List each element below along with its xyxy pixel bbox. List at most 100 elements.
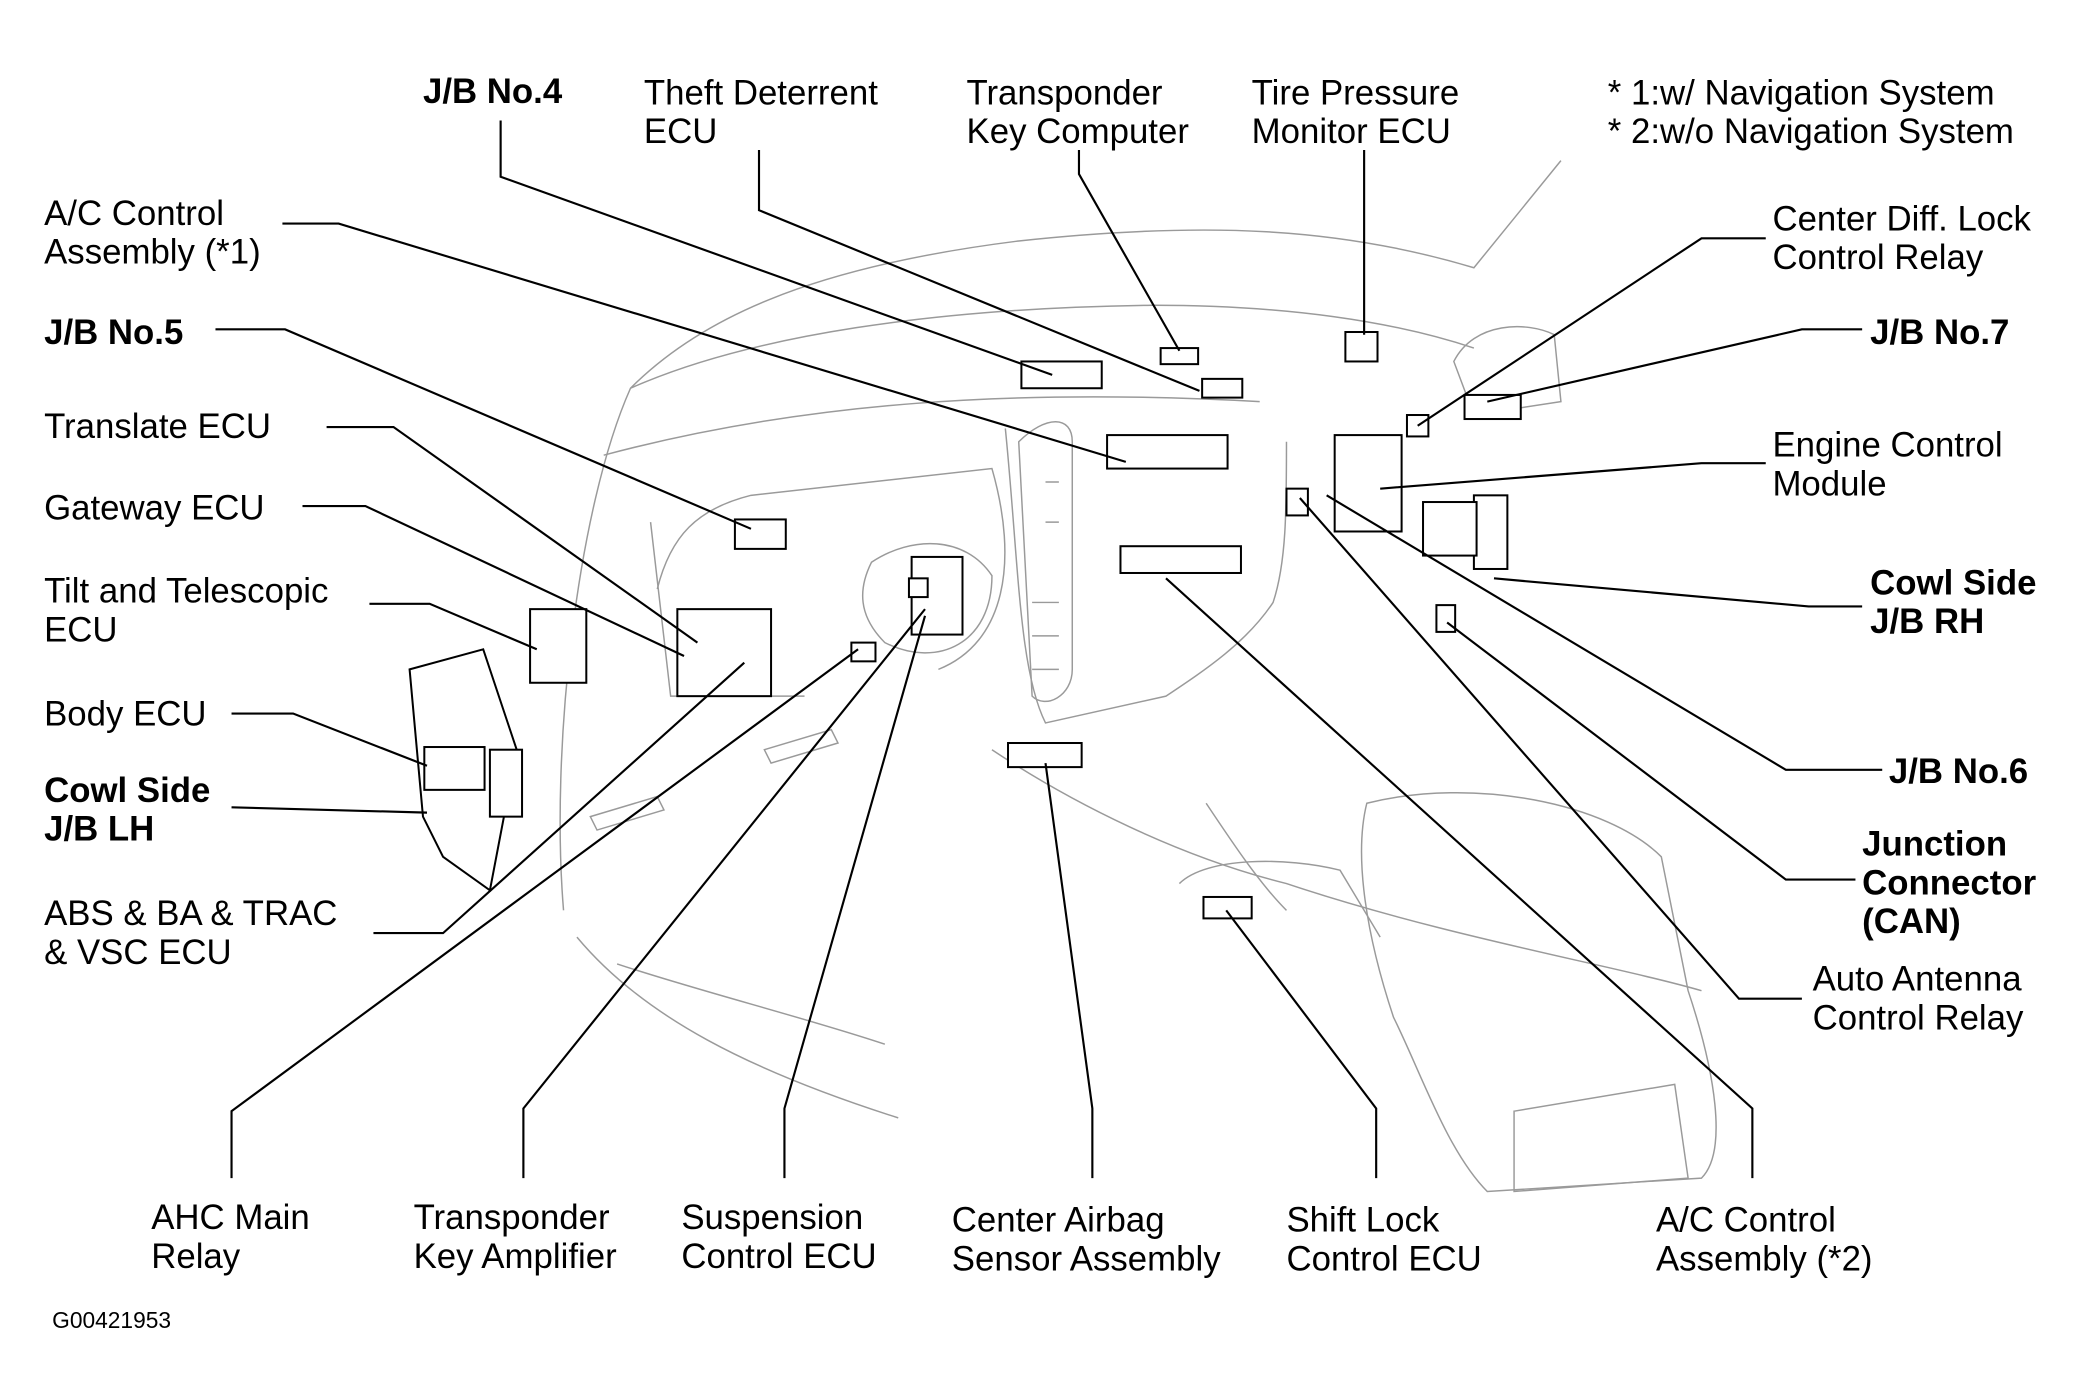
label-line: (CAN) bbox=[1862, 902, 1961, 941]
leader-line-jb-no7 bbox=[1487, 328, 1863, 403]
ahc-main-relay-part bbox=[850, 641, 877, 663]
label-line: Engine Control bbox=[1772, 426, 2002, 465]
label-line: Control ECU bbox=[1286, 1239, 1481, 1278]
leader-line-jb-no6 bbox=[1326, 494, 1883, 771]
label-line: Transponder bbox=[414, 1198, 610, 1237]
leader-line-center-airbag-sensor-assembly bbox=[1044, 762, 1094, 1179]
leader-line-ahc-main-relay bbox=[230, 648, 859, 1179]
label-line: Cowl Side bbox=[44, 771, 210, 810]
label-line: AHC Main bbox=[151, 1198, 310, 1237]
label-line: J/B No.4 bbox=[423, 72, 563, 111]
leader-line-auto-antenna-control-relay bbox=[1299, 497, 1802, 1000]
cowl-side-relay-part bbox=[488, 748, 524, 818]
label-line: Connector bbox=[1862, 863, 2036, 902]
label-line: Key Computer bbox=[967, 112, 1190, 151]
leader-line-center-diff-lock-control-relay bbox=[1417, 237, 1766, 427]
vehicle-interior-sketch bbox=[559, 160, 1717, 1193]
leader-line-body-ecu bbox=[231, 712, 428, 767]
label-line: A/C Control bbox=[1656, 1201, 1836, 1240]
translate-gateway-ecu-cluster bbox=[676, 608, 773, 698]
jb-no7-part bbox=[1463, 393, 1522, 421]
center-airbag-sensor-part bbox=[1007, 742, 1083, 769]
label-line: Gateway ECU bbox=[44, 488, 264, 527]
leader-line-engine-control-module bbox=[1380, 462, 1766, 490]
label-line: Cowl Side bbox=[1870, 563, 2036, 602]
label-notes: * 1:w/ Navigation System* 2:w/o Navigati… bbox=[1608, 73, 2014, 151]
leader-line-transponder-key-computer bbox=[1077, 149, 1181, 352]
leader-line-jb-no4 bbox=[499, 120, 1053, 376]
label-line: Center Diff. Lock bbox=[1772, 199, 2031, 238]
label-line: Auto Antenna bbox=[1813, 960, 2023, 999]
ac-control-assembly-1-part bbox=[1106, 434, 1229, 470]
label-jb-no5: J/B No.5 bbox=[44, 313, 183, 352]
label-line: Suspension bbox=[681, 1198, 863, 1237]
label-line: Center Airbag bbox=[952, 1201, 1165, 1240]
label-line: Control Relay bbox=[1772, 238, 1983, 277]
label-line: J/B No.5 bbox=[44, 313, 183, 352]
label-translate-ecu: Translate ECU bbox=[44, 407, 271, 446]
theft-deterrent-ecu-part bbox=[1159, 347, 1200, 366]
label-line: Junction bbox=[1862, 824, 2007, 863]
body-ecu-part bbox=[423, 746, 486, 791]
leader-line-theft-deterrent-ecu bbox=[757, 149, 1200, 392]
transponder-key-amplifier-part bbox=[907, 577, 929, 599]
jb-no5-part bbox=[733, 518, 787, 550]
label-line: ECU bbox=[644, 112, 717, 151]
leader-line-ac-control-assembly-2 bbox=[1165, 577, 1754, 1179]
leader-line-shift-lock-control-ecu bbox=[1225, 909, 1378, 1179]
leader-line-tilt-telescopic-ecu bbox=[369, 602, 538, 651]
label-jb-no6: J/B No.6 bbox=[1889, 752, 2028, 791]
label-line: A/C Control bbox=[44, 194, 224, 233]
label-line: Relay bbox=[151, 1237, 241, 1276]
label-line: Transponder bbox=[967, 73, 1163, 112]
leader-line-cowl-side-jb-rh bbox=[1493, 577, 1863, 608]
center-diff-lock-relay-part bbox=[1405, 414, 1430, 438]
label-line: ABS & BA & TRAC bbox=[44, 894, 337, 933]
leader-line-suspension-control-ecu bbox=[783, 615, 927, 1179]
leader-line-ac-control-assembly-1 bbox=[282, 222, 1127, 463]
label-line: Sensor Assembly bbox=[952, 1239, 1221, 1278]
label-jb-no7: J/B No.7 bbox=[1870, 313, 2009, 352]
label-abs-ba-trac-vsc-ecu: ABS & BA & TRAC& VSC ECU bbox=[44, 894, 337, 972]
leader-line-cowl-side-jb-lh bbox=[231, 806, 428, 814]
leader-line-abs-ba-trac-vsc-ecu bbox=[373, 661, 745, 935]
label-line: * 1:w/ Navigation System bbox=[1608, 73, 1995, 112]
leader-line-transponder-key-amplifier bbox=[522, 608, 926, 1179]
label-line: Control ECU bbox=[681, 1237, 876, 1276]
label-line: Key Amplifier bbox=[414, 1237, 617, 1276]
components bbox=[408, 331, 1522, 920]
cowl-side-jb-rh-part bbox=[1472, 494, 1509, 570]
label-line: Tire Pressure bbox=[1252, 73, 1460, 112]
jb-no6-part bbox=[1422, 501, 1478, 557]
label-line: & VSC ECU bbox=[44, 933, 232, 972]
tire-pressure-monitor-part bbox=[1344, 331, 1379, 363]
label-line: J/B RH bbox=[1870, 602, 1984, 641]
label-line: J/B No.7 bbox=[1870, 313, 2009, 352]
label-line: Shift Lock bbox=[1286, 1201, 1439, 1240]
label-gateway-ecu: Gateway ECU bbox=[44, 488, 264, 527]
engine-control-module-part bbox=[1333, 434, 1403, 533]
label-line: Theft Deterrent bbox=[644, 73, 878, 112]
label-line: Control Relay bbox=[1813, 999, 2024, 1038]
label-line: Translate ECU bbox=[44, 407, 271, 446]
leader-line-translate-ecu bbox=[326, 425, 699, 644]
label-line: ECU bbox=[44, 610, 117, 649]
label-line: Body ECU bbox=[44, 695, 206, 734]
label-line: Module bbox=[1772, 464, 1886, 503]
